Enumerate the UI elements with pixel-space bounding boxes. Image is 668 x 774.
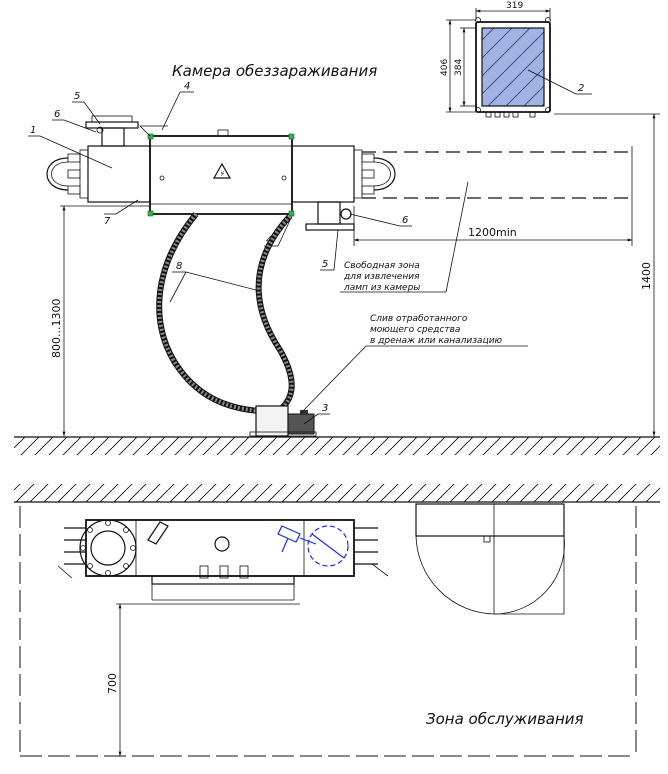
dim-service-depth: 700 <box>106 673 119 694</box>
lamp-free-zone: 1200min Свободная зона для извлечения ла… <box>340 146 633 293</box>
free-zone-line-1: Свободная зона <box>344 261 420 271</box>
service-zone: Зона обслуживания 700 <box>19 506 637 757</box>
uv-chamber-plan <box>57 519 389 601</box>
callout-8: 8 <box>176 261 182 272</box>
title-service-zone: Зона обслуживания <box>426 710 584 728</box>
dim-cabinet-height-outer: 406 <box>440 59 450 76</box>
cabinet-plan <box>415 503 565 615</box>
dim-lamp-clearance: 1200min <box>468 226 517 239</box>
control-cabinet: 319 406 384 2 <box>440 1 592 118</box>
dim-overall-height: 1400 <box>640 262 653 290</box>
free-zone-line-2: для извлечения <box>343 272 420 282</box>
drain-line-2: моющего средства <box>370 325 460 335</box>
drain-line-3: в дренаж или канализацию <box>370 336 503 346</box>
drain-line-1: Слив отработанного <box>370 314 468 324</box>
callout-6-top: 6 <box>54 109 60 120</box>
callout-5-bottom: 5 <box>322 259 328 270</box>
floor-front-view <box>14 436 660 455</box>
wall-plan-view <box>14 484 660 503</box>
vertical-dimensions: 800...1300 1400 <box>50 113 660 437</box>
uv-chamber-front: ⚡ <box>46 115 396 231</box>
svg-text:⚡: ⚡ <box>220 170 226 179</box>
callout-1: 1 <box>30 125 36 136</box>
chamber-callouts: 1 5 6 4 7 4 5 6 <box>28 81 412 271</box>
callout-3: 3 <box>322 403 328 414</box>
dim-cabinet-width: 319 <box>506 1 523 11</box>
title-camera: Камера обеззараживания <box>172 62 377 80</box>
callout-7: 7 <box>104 216 111 227</box>
callout-5-top: 5 <box>74 91 80 102</box>
callout-4-top: 4 <box>184 81 190 92</box>
wash-pump: 3 <box>249 345 528 437</box>
dim-cabinet-height-inner: 384 <box>454 59 464 76</box>
dim-mount-height: 800...1300 <box>50 299 63 358</box>
free-zone-line-3: ламп из камеры <box>343 283 420 293</box>
callout-6-bottom: 6 <box>402 215 408 226</box>
hoses: 8 <box>156 212 295 415</box>
callout-2: 2 <box>578 83 584 94</box>
